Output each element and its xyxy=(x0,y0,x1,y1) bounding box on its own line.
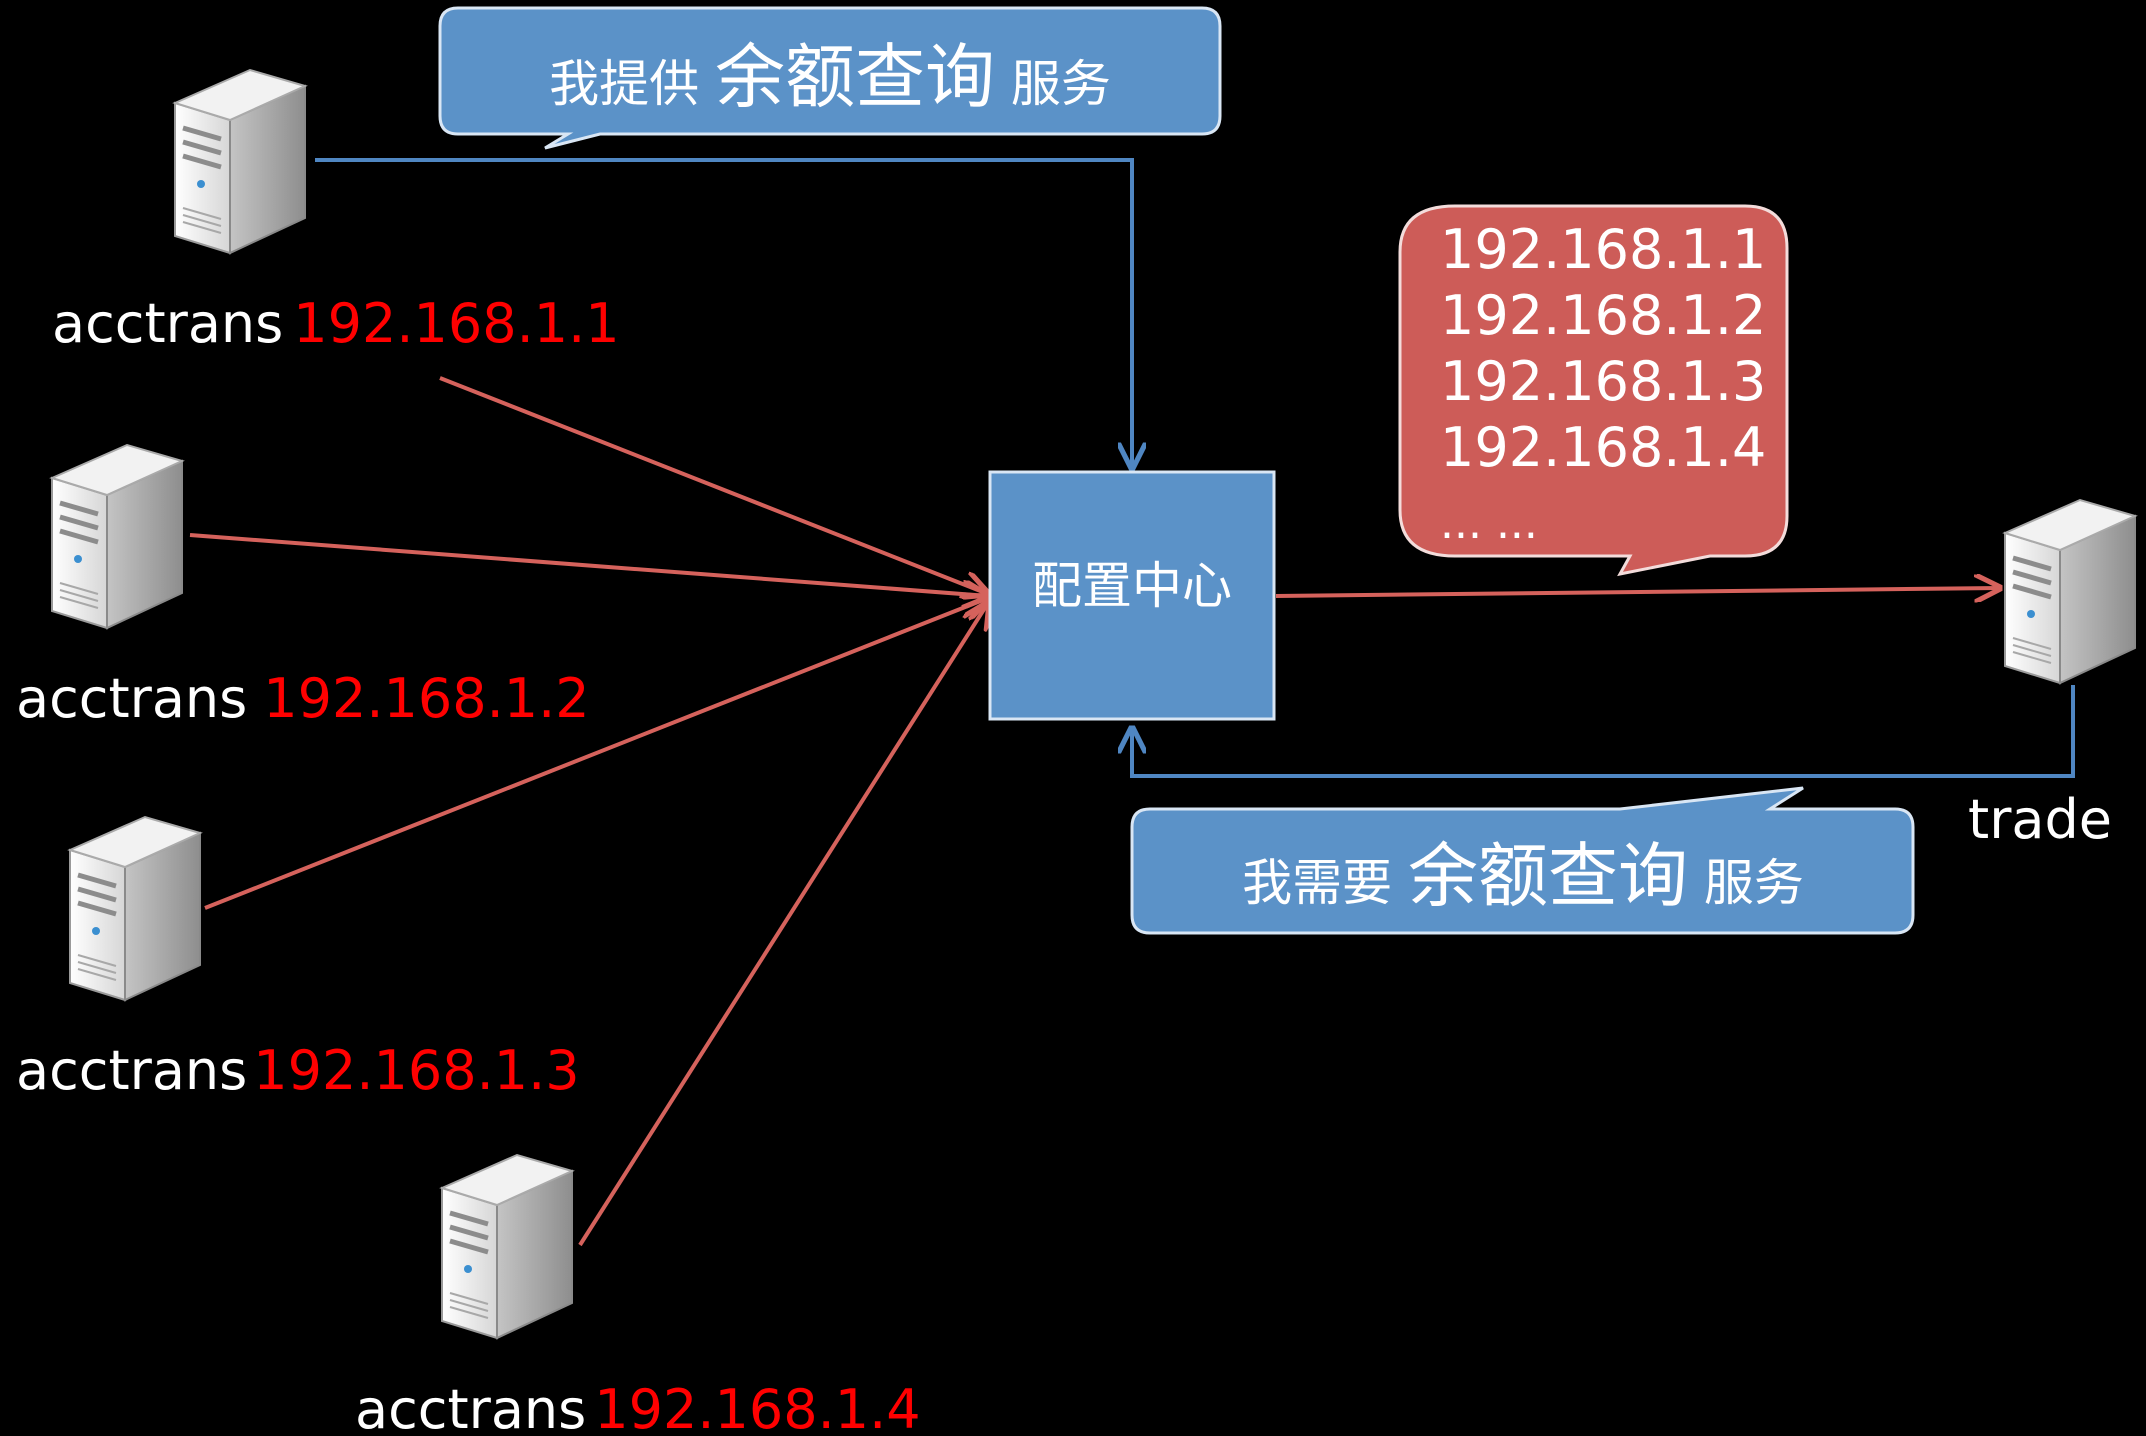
server-icon xyxy=(175,70,305,253)
provide-prefix: 我提供 xyxy=(549,55,715,113)
register-wire-4 xyxy=(578,603,988,1247)
require-prefix: 我需要 xyxy=(1242,854,1408,912)
server-ip: 192.168.1.4 xyxy=(594,1378,920,1436)
register-wire-3 xyxy=(204,598,988,910)
provide-callout-text: 我提供 余额查询 服务 xyxy=(549,36,1111,118)
provide-callout: 我提供 余额查询 服务 xyxy=(438,6,1222,150)
server-name: acctrans xyxy=(52,292,283,355)
server-label: acctrans 192.168.1.2 xyxy=(16,667,590,730)
require-service: 余额查询 xyxy=(1408,835,1688,917)
registry-list-callout: 192.168.1.1 192.168.1.2 192.168.1.3 192.… xyxy=(1398,204,1789,577)
registry-list-item-3: 192.168.1.3 xyxy=(1440,350,1766,413)
registry-list-item-2: 192.168.1.2 xyxy=(1440,284,1766,347)
server-name: acctrans xyxy=(16,1039,247,1102)
server-icon xyxy=(2005,500,2135,683)
config-center-label: 配置中心 xyxy=(1032,557,1232,615)
consumer-name: trade xyxy=(1968,788,2112,851)
server-ip: 192.168.1.3 xyxy=(253,1039,579,1102)
server-name: acctrans xyxy=(16,667,247,730)
provide-wire xyxy=(315,158,1132,468)
register-wire-2 xyxy=(189,533,988,596)
server-ip: 192.168.1.2 xyxy=(263,667,589,730)
config-center: 配置中心 xyxy=(988,470,1276,721)
server-icon xyxy=(442,1155,572,1338)
subscribe-wire xyxy=(1132,685,2075,778)
server-ip: 192.168.1.1 xyxy=(293,292,619,355)
server-icon xyxy=(70,817,200,1000)
require-suffix: 服务 xyxy=(1688,854,1804,912)
server-name: acctrans xyxy=(355,1378,586,1436)
provider-server-2: acctrans 192.168.1.2 xyxy=(16,445,590,730)
register-wire-1 xyxy=(439,376,988,594)
registry-list-item-4: 192.168.1.4 xyxy=(1440,416,1766,479)
consumer-server: trade xyxy=(1968,500,2135,851)
require-callout-text: 我需要 余额查询 服务 xyxy=(1242,835,1804,917)
registry-list-more: ... ... xyxy=(1440,498,1538,549)
server-icon xyxy=(52,445,182,628)
push-list-wire xyxy=(1275,588,2000,596)
require-callout: 我需要 余额查询 服务 xyxy=(1130,786,1915,935)
provide-suffix: 服务 xyxy=(995,55,1111,113)
registry-list-item-1: 192.168.1.1 xyxy=(1440,218,1766,281)
provide-service: 余额查询 xyxy=(715,36,995,118)
